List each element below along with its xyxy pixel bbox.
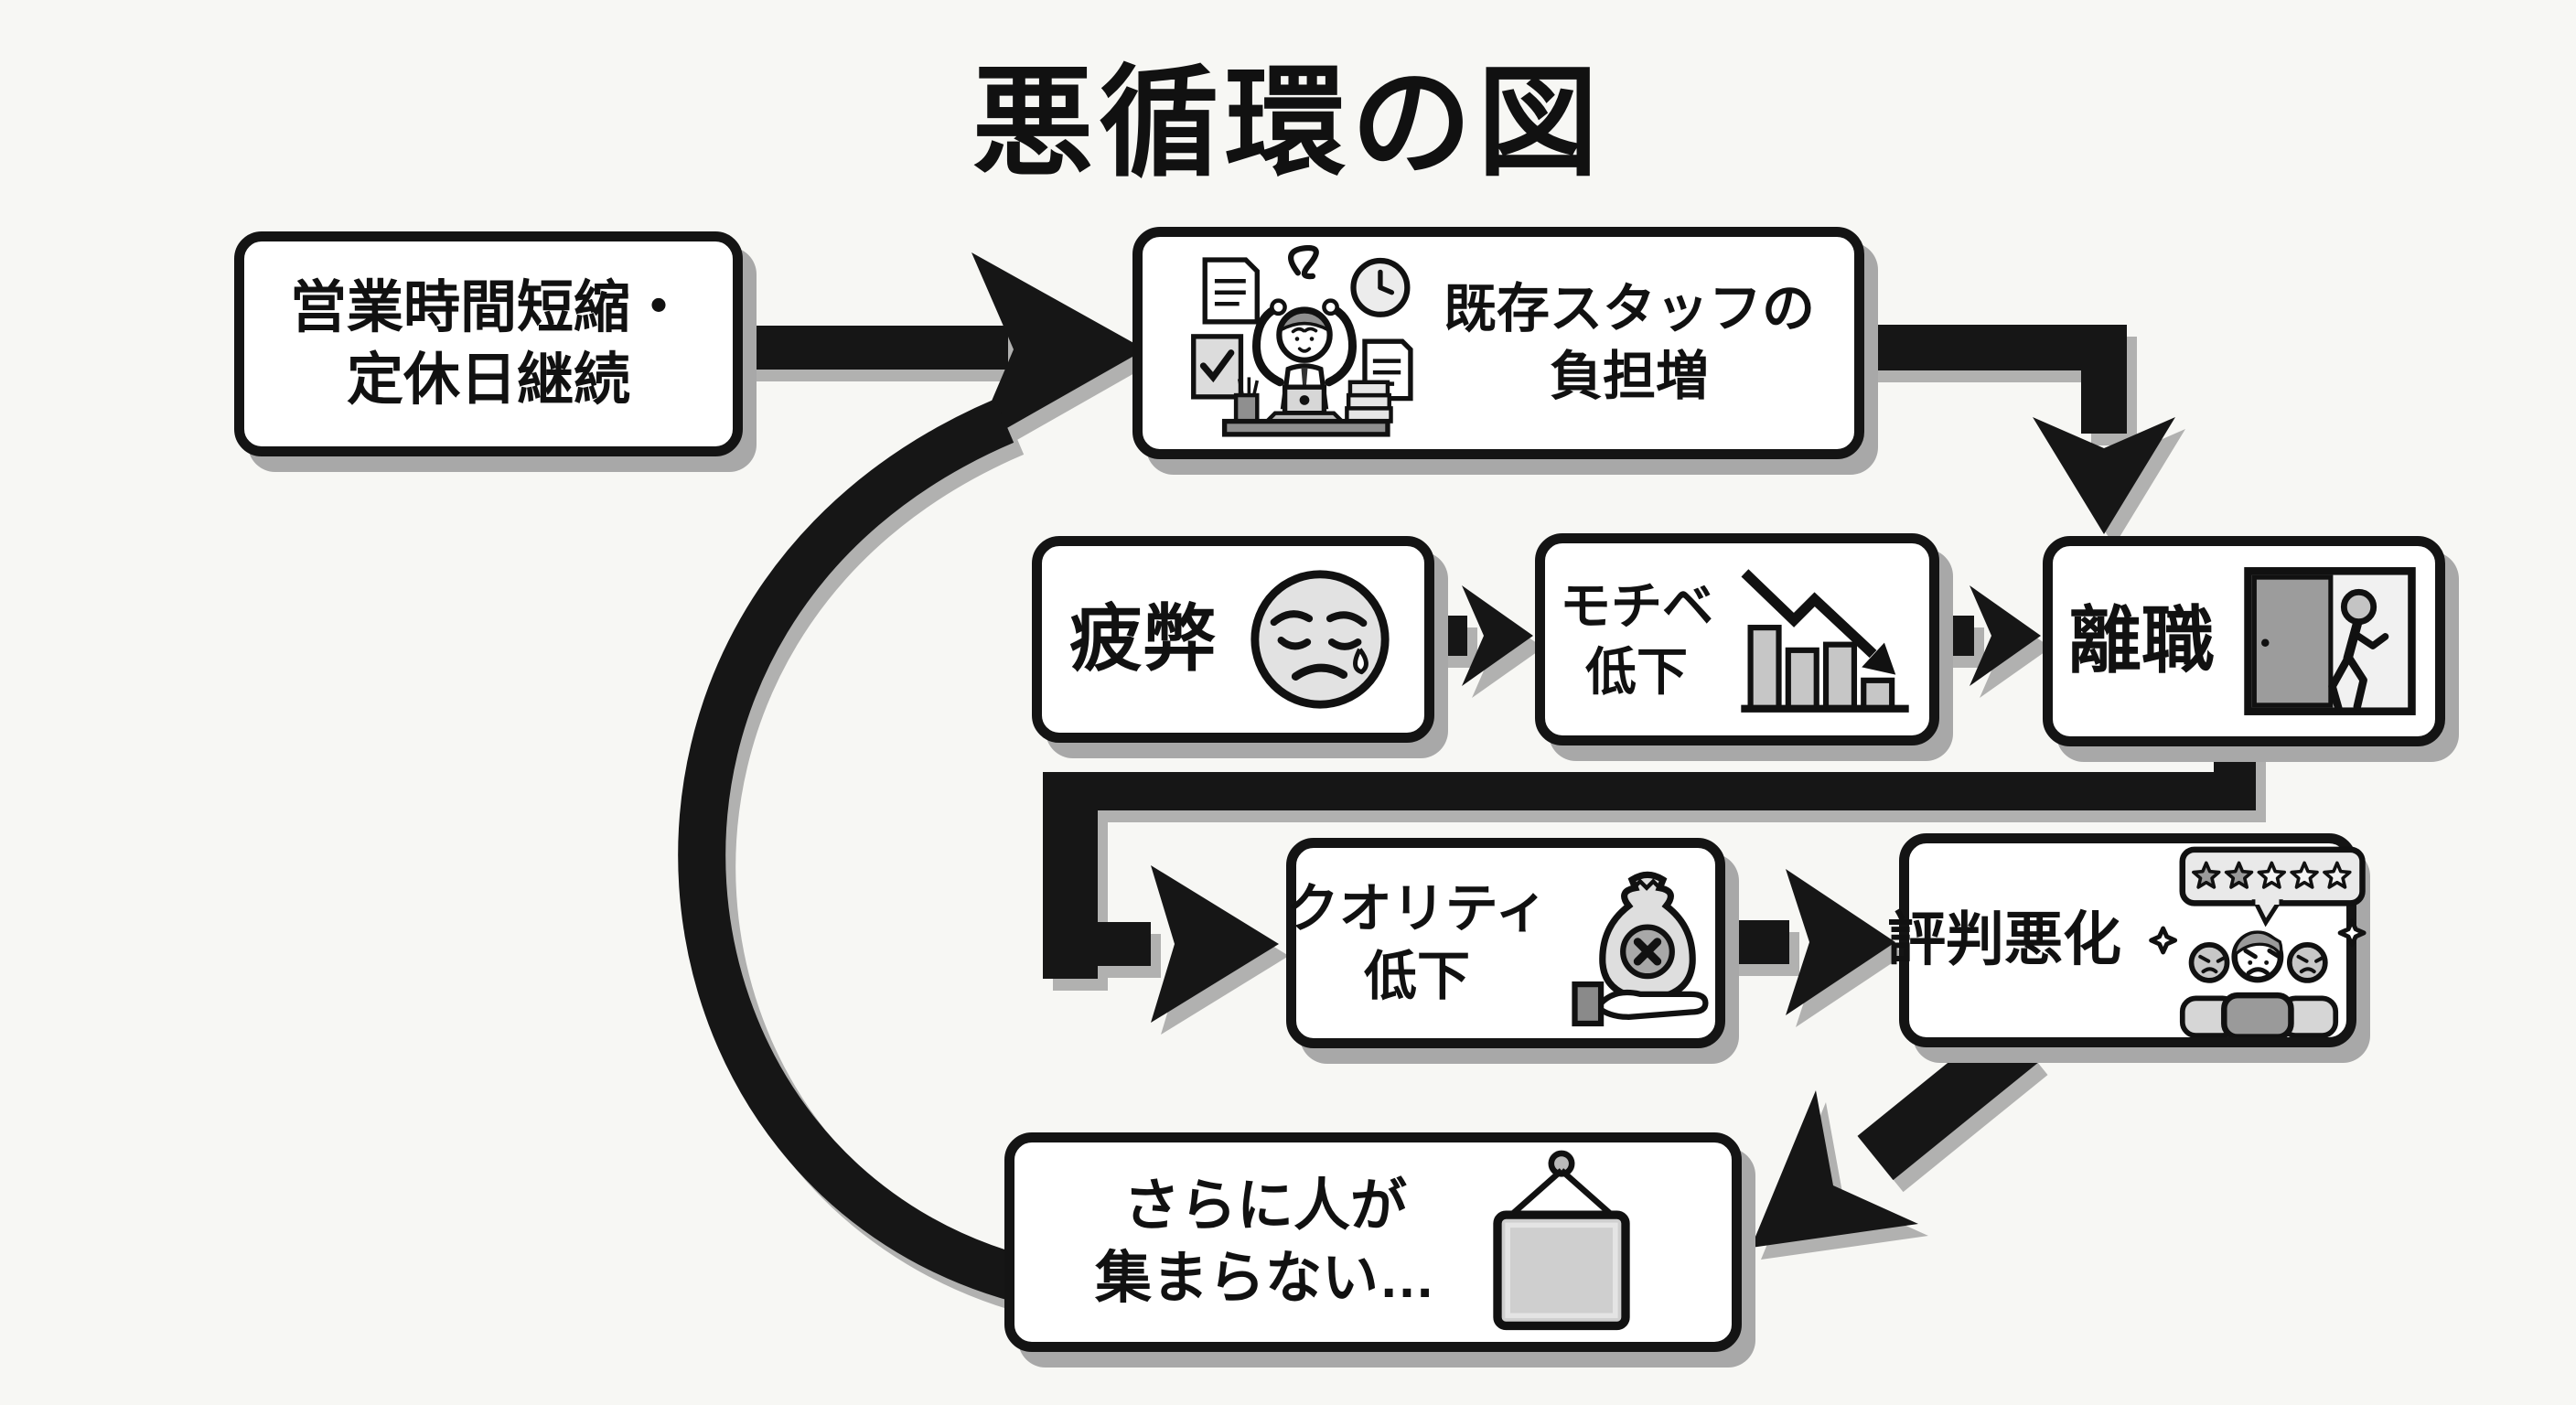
exit-door-icon bbox=[2244, 567, 2416, 715]
arrow-cause-to-burden bbox=[737, 252, 1145, 448]
node-motivation-label: モチベ 低下 bbox=[1560, 577, 1713, 701]
node-cause-label: 営業時間短縮・ 定休日継続 bbox=[289, 275, 687, 412]
node-reputation: 評判悪化 bbox=[1887, 833, 2367, 1047]
node-motivation: モチベ 低下 bbox=[1535, 533, 1939, 745]
arrow-cycle-return-curve bbox=[678, 399, 1040, 1306]
node-exhaustion: 疲弊 bbox=[1032, 536, 1434, 743]
node-quality: クオリティ 低下 bbox=[1286, 838, 1725, 1048]
star-rating-angry-customers-icon bbox=[2149, 846, 2367, 1037]
page-title: 悪循環の図 bbox=[972, 56, 1604, 190]
arrow-exhaustion-to-motivation bbox=[1427, 585, 1533, 686]
tired-face-icon bbox=[1250, 570, 1390, 709]
node-burden-label: 既存スタッフの 負担増 bbox=[1443, 278, 1815, 406]
star-empty-icon bbox=[2290, 861, 2319, 889]
star-filled-icon bbox=[2224, 861, 2254, 889]
arrow-quality-to-reputation bbox=[1722, 869, 1895, 1015]
star-empty-icon bbox=[2257, 861, 2287, 889]
star-rating-banner bbox=[2179, 846, 2366, 928]
node-exhaustion-label: 疲弊 bbox=[1069, 597, 1216, 680]
arrow-motivation-to-resignation bbox=[1934, 585, 2041, 686]
declining-bar-chart-icon bbox=[1741, 569, 1909, 713]
node-cause: 営業時間短縮・ 定休日継続 bbox=[234, 231, 743, 456]
arrow-resignation-to-quality bbox=[1043, 741, 2256, 1023]
arrow-burden-to-resignation bbox=[1862, 325, 2175, 534]
node-no-applicants-label: さらに人が 集まらない… bbox=[1094, 1174, 1435, 1310]
node-resignation: 離職 bbox=[2043, 536, 2445, 746]
star-filled-icon bbox=[2192, 861, 2221, 889]
angry-customers bbox=[2149, 918, 2367, 1037]
hanging-sign-icon bbox=[1493, 1150, 1630, 1331]
star-rating-row bbox=[2192, 861, 2352, 889]
node-burden: 既存スタッフの 負担増 bbox=[1132, 227, 1864, 459]
arrow-reputation-to-no-applicants bbox=[1751, 1018, 2038, 1248]
star-empty-icon bbox=[2323, 861, 2352, 889]
node-reputation-label: 評判悪化 bbox=[1887, 906, 2121, 973]
node-resignation-label: 離職 bbox=[2068, 599, 2215, 681]
stressed-worker-icon bbox=[1191, 245, 1413, 437]
node-quality-label: クオリティ 低下 bbox=[1285, 878, 1549, 1006]
node-no-applicants: さらに人が 集まらない… bbox=[1004, 1132, 1742, 1352]
money-bag-hand-icon bbox=[1572, 871, 1709, 1027]
